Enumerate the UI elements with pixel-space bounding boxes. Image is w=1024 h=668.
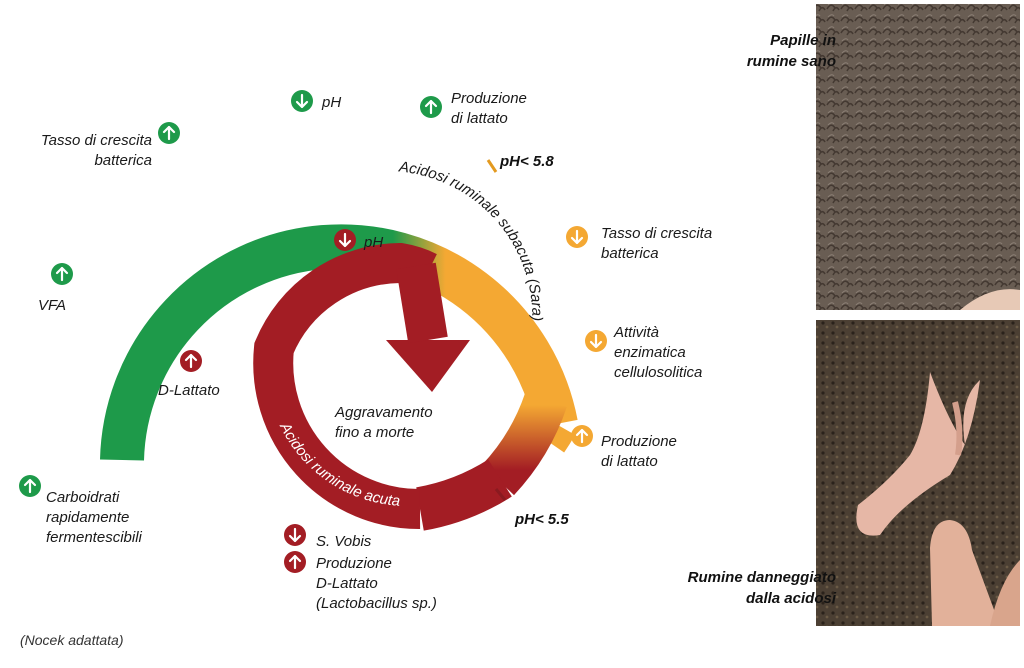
arrow-down-glyph xyxy=(338,232,352,248)
indicator-green-produzione: Produzione di lattato xyxy=(420,90,527,127)
indicator-red-svobis: S. Vobis xyxy=(284,524,372,550)
indicator-orange-attivita: Attività enzimatica cellulosolitica xyxy=(585,324,702,381)
arrow-down-glyph xyxy=(570,229,584,245)
sara-threshold-label: pH< 5.8 xyxy=(499,153,554,170)
indicator-label: Produzione xyxy=(451,90,527,107)
indicator-green-tasso: Tasso di crescita batterica xyxy=(41,122,180,169)
arrow-up-glyph xyxy=(55,266,69,282)
outer-progression-arc xyxy=(100,224,578,531)
acute-spiral-arc xyxy=(253,242,470,530)
indicator-label: Attività xyxy=(613,324,659,341)
indicator-label: di lattato xyxy=(601,453,658,470)
indicator-label: batterica xyxy=(94,152,152,169)
sara-threshold-tick xyxy=(486,159,498,173)
healthy-caption-line-1: Papille in xyxy=(770,32,836,49)
damaged-caption-line-1: Rumine danneggiato xyxy=(688,569,836,586)
arrow-down-glyph xyxy=(589,333,603,349)
arrow-down-glyph xyxy=(288,527,302,543)
indicator-green-ph: pH xyxy=(291,90,341,112)
indicator-label: S. Vobis xyxy=(316,533,372,550)
indicator-label: D-Lattato xyxy=(158,382,220,399)
arrow-down-glyph xyxy=(295,93,309,109)
arrow-up-glyph xyxy=(288,554,302,570)
indicator-label: enzimatica xyxy=(614,344,686,361)
damaged-area xyxy=(856,372,980,536)
damaged-caption-line-2: dalla acidosi xyxy=(746,590,837,607)
indicator-label: batterica xyxy=(601,245,659,262)
arrow-up-glyph xyxy=(162,125,176,141)
indicator-orange-tasso: Tasso di crescita batterica xyxy=(566,225,712,262)
arrow-up-glyph xyxy=(424,99,438,115)
center-text-line-1: Aggravamento xyxy=(334,404,433,421)
photo-healthy-rumen xyxy=(816,4,1020,310)
indicator-label: VFA xyxy=(38,297,66,314)
indicator-label: Tasso di crescita xyxy=(601,225,712,242)
indicator-red-dlattato: D-Lattato xyxy=(158,350,220,399)
arrow-up-glyph xyxy=(575,428,589,444)
acute-threshold-tick xyxy=(494,488,507,501)
indicator-label: (Lactobacillus sp.) xyxy=(316,595,437,612)
indicator-label: pH xyxy=(363,234,383,251)
indicator-green-vfa: VFA xyxy=(38,263,73,314)
indicator-green-carbo: Carboidrati rapidamente fermentescibili xyxy=(19,475,143,546)
indicator-label: Tasso di crescita xyxy=(41,132,152,149)
indicator-label: pH xyxy=(321,94,341,111)
indicator-label: di lattato xyxy=(451,110,508,127)
indicator-label: Produzione xyxy=(601,433,677,450)
acute-threshold-label: pH< 5.5 xyxy=(514,511,569,528)
indicator-label: fermentescibili xyxy=(46,529,143,546)
indicator-orange-produzione: Produzione di lattato xyxy=(571,425,677,470)
arrow-up-glyph xyxy=(23,478,37,494)
source-note: (Nocek adattata) xyxy=(20,632,124,648)
healthy-caption-line-2: rumine sano xyxy=(747,53,836,70)
indicator-label: D-Lattato xyxy=(316,575,378,592)
arrow-up-glyph xyxy=(184,353,198,369)
indicator-red-ph: pH xyxy=(334,229,383,251)
finger xyxy=(930,520,1000,626)
indicator-badges: Carboidrati rapidamente fermentescibili VFA… xyxy=(19,90,712,612)
indicator-label: Carboidrati xyxy=(46,489,120,506)
indicator-label: Produzione xyxy=(316,555,392,572)
photo-damaged-rumen xyxy=(816,320,1020,626)
indicator-label: rapidamente xyxy=(46,509,129,526)
center-text-line-2: fino a morte xyxy=(335,424,414,441)
spiral-arrowhead xyxy=(386,340,470,392)
indicator-label: cellulosolitica xyxy=(614,364,702,381)
